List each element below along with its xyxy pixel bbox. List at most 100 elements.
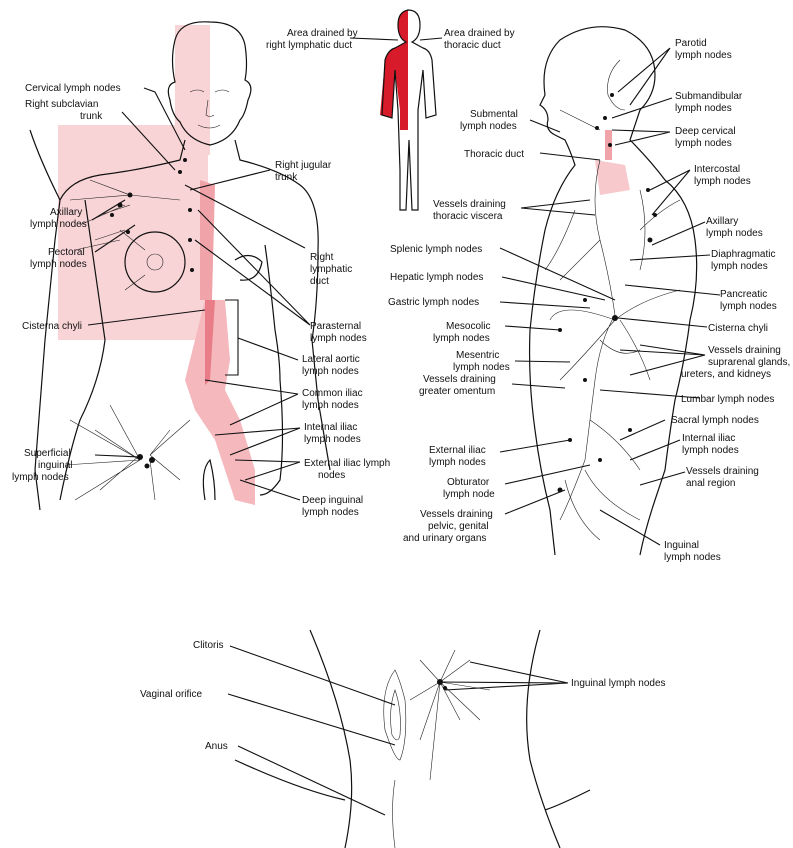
label-rlduct-1: Right bbox=[310, 252, 334, 263]
leader-inset-thoracic bbox=[420, 38, 442, 40]
bottom-left-thigh bbox=[310, 630, 352, 848]
label-mesocolic-1: Mesocolic bbox=[446, 321, 490, 332]
label-inset-right-2: right lymphatic duct bbox=[266, 40, 352, 51]
label-deeping-2: lymph nodes bbox=[302, 507, 359, 518]
label-anus: Anus bbox=[205, 741, 228, 752]
label-superficial-2: inguinal bbox=[38, 460, 72, 471]
label-pancreatic-1: Pancreatic bbox=[720, 289, 767, 300]
label-axillary-1: Axillary bbox=[50, 207, 82, 218]
label-obturator-1: Obturator bbox=[447, 477, 490, 488]
label-rlduct-3: duct bbox=[310, 276, 329, 287]
label-lataortic-1: Lateral aortic bbox=[302, 354, 360, 365]
label-side-axillary-2: lymph nodes bbox=[706, 228, 763, 239]
label-pelvic-2: pelvic, genital bbox=[428, 521, 489, 532]
label-mesenteric-1: Mesentric bbox=[456, 350, 499, 361]
label-deepcervical-2: lymph nodes bbox=[675, 138, 732, 149]
leader-splenic bbox=[500, 248, 615, 300]
side-front-outline bbox=[530, 95, 575, 555]
leader-side-cisterna bbox=[618, 318, 707, 327]
label-gastric: Gastric lymph nodes bbox=[388, 297, 479, 308]
label-parasternal-1: Parasternal bbox=[310, 321, 361, 332]
label-intiliac-2: lymph nodes bbox=[304, 434, 361, 445]
label-pectoral-1: Pectoral bbox=[48, 247, 85, 258]
label-diaphragmatic-1: Diaphragmatic bbox=[711, 249, 775, 260]
label-inset-thoracic-2: thoracic duct bbox=[444, 40, 501, 51]
leader-submandibular bbox=[612, 98, 672, 118]
label-superficial-1: Superficial bbox=[24, 448, 71, 459]
bottom-lymph-vessels bbox=[410, 650, 490, 780]
label-inset-thoracic-1: Area drained by bbox=[444, 28, 515, 39]
label-mesocolic-2: lymph nodes bbox=[433, 333, 490, 344]
label-comiliac-1: Common iliac bbox=[302, 388, 363, 399]
bottom-vulva-outer bbox=[384, 670, 406, 760]
label-suprarenal-1: Vessels draining bbox=[708, 345, 781, 356]
label-clitoris: Clitoris bbox=[193, 640, 224, 651]
head-highlight bbox=[175, 25, 210, 155]
bottom-figure: Clitoris Vaginal orifice Anus Inguinal l… bbox=[140, 630, 666, 848]
label-parasternal-2: lymph nodes bbox=[310, 333, 367, 344]
label-obturator-2: lymph node bbox=[443, 489, 495, 500]
label-submental-1: Submental bbox=[470, 109, 518, 120]
leader-deep-cervical bbox=[612, 130, 670, 145]
label-anal-1: Vessels draining bbox=[686, 466, 759, 477]
label-submandibular-2: lymph nodes bbox=[675, 103, 732, 114]
label-side-extiliac-2: lymph nodes bbox=[429, 457, 486, 468]
leader-diaphragmatic bbox=[630, 255, 710, 260]
label-subclavian-2: trunk bbox=[80, 111, 103, 122]
leader-lateral-aortic bbox=[238, 338, 298, 360]
leader-anus bbox=[238, 746, 385, 815]
bottom-left-buttock bbox=[235, 760, 345, 800]
leader-submental bbox=[530, 120, 560, 132]
leader-side-axillary bbox=[652, 222, 705, 245]
label-cisterna-front: Cisterna chyli bbox=[22, 321, 82, 332]
label-viscera-2: thoracic viscera bbox=[433, 211, 503, 222]
leader-thoracic-viscera bbox=[521, 200, 595, 215]
label-submental-2: lymph nodes bbox=[460, 121, 517, 132]
label-subclavian-1: Right subclavian bbox=[25, 99, 98, 110]
leader-intercostal bbox=[650, 170, 690, 215]
label-sacral: Sacral lymph nodes bbox=[671, 415, 759, 426]
label-cervical: Cervical lymph nodes bbox=[25, 83, 121, 94]
thoracic-duct-highlight bbox=[200, 180, 215, 300]
label-pectoral-2: lymph nodes bbox=[30, 259, 87, 270]
side-thoracic-highlight bbox=[595, 160, 630, 195]
leader-side-inguinal bbox=[600, 510, 660, 545]
front-breast-right bbox=[235, 255, 262, 280]
label-intiliac-1: Internal iliac bbox=[304, 422, 357, 433]
leader-clitoris bbox=[230, 646, 395, 705]
label-side-inguinal-1: Inguinal bbox=[664, 540, 699, 551]
front-groin bbox=[203, 460, 215, 500]
leader-anal bbox=[640, 472, 685, 485]
label-suprarenal-2: suprarenal glands, bbox=[708, 357, 790, 368]
label-deeping-1: Deep inguinal bbox=[302, 495, 363, 506]
leader-sacral bbox=[620, 420, 665, 440]
label-thoracic-duct: Thoracic duct bbox=[464, 149, 524, 160]
label-vaginal: Vaginal orifice bbox=[140, 689, 203, 700]
label-jugular-1: Right jugular bbox=[275, 160, 332, 171]
leader-vaginal bbox=[228, 694, 395, 745]
label-omentum-2: greater omentum bbox=[419, 386, 495, 397]
label-submandibular-1: Submandibular bbox=[675, 91, 743, 102]
label-anal-2: anal region bbox=[686, 478, 735, 489]
leader-parotid bbox=[618, 48, 670, 105]
bottom-vulva-inner bbox=[391, 690, 401, 740]
label-axillary-2: lymph nodes bbox=[30, 219, 87, 230]
side-labels: Parotid lymph nodes Submandibular lymph … bbox=[388, 38, 790, 563]
label-splenic: Splenic lymph nodes bbox=[390, 244, 482, 255]
label-suprarenal-3: ureters, and kidneys bbox=[681, 369, 771, 380]
label-side-intiliac-1: Internal iliac bbox=[682, 433, 735, 444]
label-parotid-2: lymph nodes bbox=[675, 50, 732, 61]
label-side-intiliac-2: lymph nodes bbox=[682, 445, 739, 456]
label-side-cisterna: Cisterna chyli bbox=[708, 323, 768, 334]
label-inset-right-1: Area drained by bbox=[287, 28, 358, 39]
label-extiliac-2: nodes bbox=[318, 470, 345, 481]
label-superficial-3: lymph nodes bbox=[12, 472, 69, 483]
leader-obturator bbox=[505, 465, 590, 484]
label-bottom-inguinal: Inguinal lymph nodes bbox=[571, 678, 666, 689]
label-side-axillary-1: Axillary bbox=[706, 216, 738, 227]
label-intercostal-2: lymph nodes bbox=[694, 176, 751, 187]
leader-side-internal-iliac bbox=[630, 440, 680, 460]
label-mesenteric-2: lymph nodes bbox=[453, 362, 510, 373]
